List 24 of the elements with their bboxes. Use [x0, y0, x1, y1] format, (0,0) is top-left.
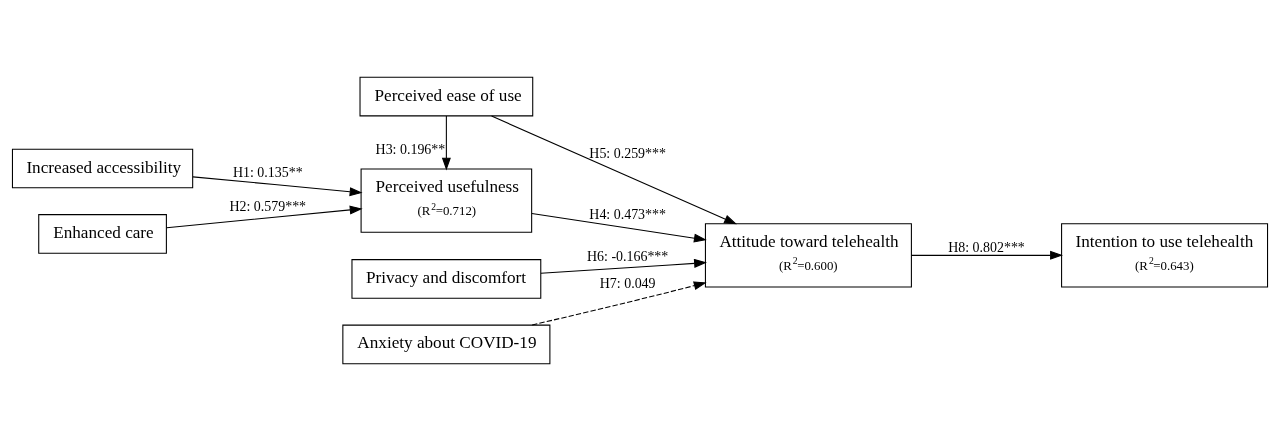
edge-label: H3: 0.196** — [375, 141, 446, 157]
node-box: Increased accessibility — [11, 148, 194, 189]
node-box: Perceived ease of use — [359, 76, 534, 117]
edge-label: H1: 0.135** — [232, 165, 303, 181]
edge-label: H5: 0.259*** — [589, 146, 666, 162]
edge-label: H8: 0.802*** — [948, 239, 1025, 255]
arrow — [531, 281, 707, 326]
node-box: Attitude toward telehealth (R$^{2}$=0.600) — [704, 223, 912, 288]
arrow — [441, 115, 451, 171]
node-box: Enhanced care — [38, 214, 167, 254]
node-box: Privacy and discomfort — [351, 259, 542, 299]
edge-label: H4: 0.473*** — [589, 207, 666, 223]
node-box: Anxiety about COVID-19 — [342, 324, 551, 365]
node-box: Perceived usefulness (R$^{2}$=0.712) — [360, 168, 533, 233]
arrow — [491, 115, 737, 225]
arrow — [910, 250, 1063, 260]
arrow — [531, 212, 707, 243]
edge-label: H2: 0.579*** — [229, 198, 307, 214]
edge-label: H7: 0.049 — [599, 275, 656, 291]
edge-label: H6: -0.166*** — [587, 249, 669, 265]
arrow — [540, 258, 707, 274]
node-box: Intention to use telehealth (R$^{2}$=0.643) — [1061, 223, 1269, 288]
arrow — [192, 176, 363, 197]
arrow — [166, 205, 363, 229]
